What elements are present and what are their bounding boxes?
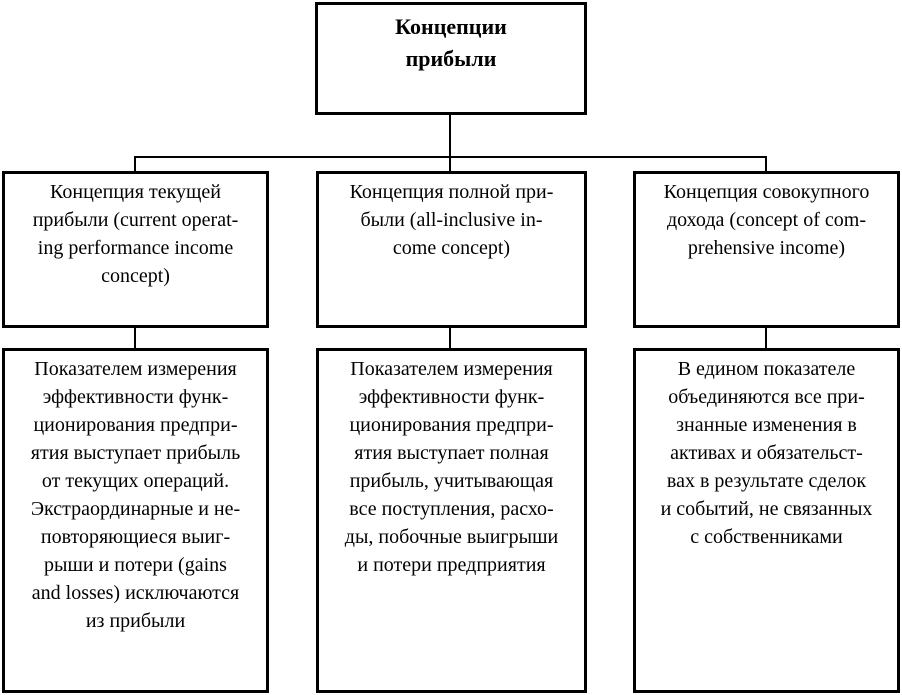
- description-node-all-inclusive: Показателем измерения эффективности функ…: [316, 348, 587, 693]
- concept-node-label: Концепция совокупного дохода (concept of…: [663, 181, 870, 259]
- concept-node-all-inclusive: Концепция полной при- были (all-inclusiv…: [316, 171, 587, 328]
- description-node-text: Показателем измерения эффективности функ…: [30, 358, 241, 632]
- description-node-current-operating: Показателем измерения эффективности функ…: [2, 348, 269, 693]
- concept-node-label: Концепция полной при- были (all-inclusiv…: [349, 181, 554, 259]
- connector-stub-right-bottom: [765, 327, 767, 349]
- connector-stub-left-bottom: [134, 327, 136, 349]
- description-node-comprehensive-income: В едином показателе объединяются все при…: [633, 348, 900, 693]
- connector-stub-left-top: [134, 156, 136, 172]
- concept-node-label: Концепция текущей прибыли (current opera…: [32, 181, 239, 287]
- concept-node-current-operating: Концепция текущей прибыли (current opera…: [2, 171, 269, 328]
- description-node-text: Показателем измерения эффективности функ…: [344, 358, 559, 576]
- root-node-profit-concepts: Концепции прибыли: [315, 2, 587, 115]
- connector-stub-center-top: [449, 156, 451, 172]
- concept-node-comprehensive-income: Концепция совокупного дохода (concept of…: [633, 171, 900, 328]
- connector-root-vertical: [449, 115, 451, 158]
- description-node-text: В едином показателе объединяются все при…: [660, 358, 873, 548]
- root-node-title: Концепции прибыли: [395, 14, 507, 71]
- connector-stub-center-bottom: [449, 327, 451, 349]
- connector-stub-right-top: [765, 156, 767, 172]
